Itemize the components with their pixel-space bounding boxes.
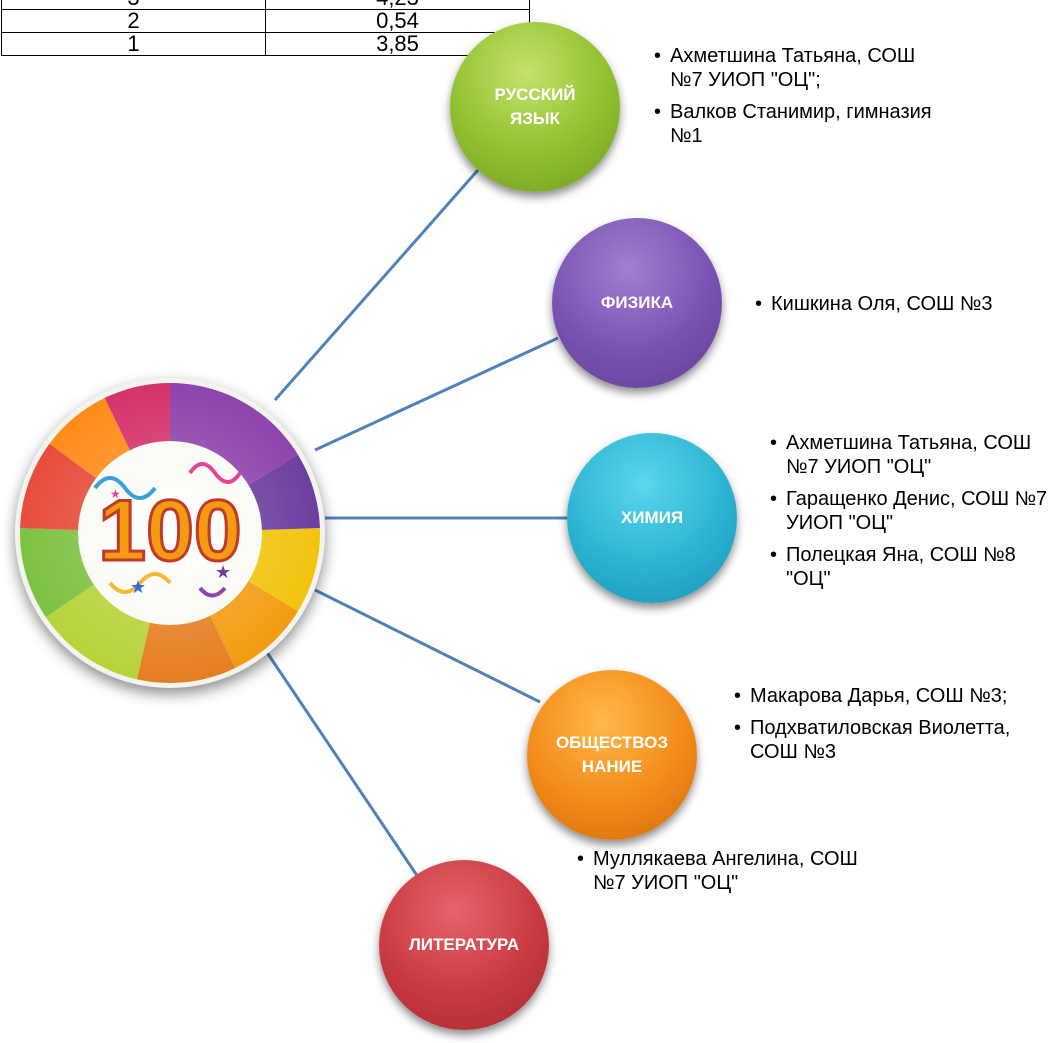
list-item: Гаращенко Денис, СОШ №7 УИОП "ОЦ" [768, 487, 1050, 535]
students-russian: Ахметшина Татьяна, СОШ №7 УИОП "ОЦ"; Вал… [652, 44, 952, 156]
node-chemistry: ХИМИЯ [567, 433, 737, 603]
connector-physics [314, 336, 559, 452]
hub-number: 100 [98, 483, 242, 579]
students-literature: Муллякаева Ангелина, СОШ №7 УИОП "ОЦ" [575, 847, 875, 903]
list-item: Валков Станимир, гимназия №1 [652, 100, 952, 148]
svg-text:★: ★ [130, 577, 146, 597]
score-table: 3 4,23 2 0,54 1 3,85 [1, 0, 530, 56]
node-physics: ФИЗИКА [552, 218, 722, 388]
students-physics: Кишкина Оля, СОШ №3 [753, 292, 1053, 324]
list-item: Кишкина Оля, СОШ №3 [753, 292, 1053, 316]
list-item: Макарова Дарья, СОШ №3; [732, 684, 1032, 708]
connector-literature [260, 644, 422, 881]
connector-social [314, 588, 541, 704]
list-item: Полецкая Яна, СОШ №8 "ОЦ" [768, 543, 1050, 591]
svg-text:★: ★ [110, 487, 121, 501]
node-social-studies: ОБЩЕСТВОЗ НАНИЕ [527, 670, 697, 840]
connector-russian [273, 169, 480, 401]
students-chemistry: Ахметшина Татьяна, СОШ №7 УИОП "ОЦ" Гара… [768, 431, 1050, 599]
node-russian: РУССКИЙ ЯЗЫК [450, 22, 620, 192]
node-literature: ЛИТЕРАТУРА [379, 860, 549, 1030]
list-item: Ахметшина Татьяна, СОШ №7 УИОП "ОЦ" [768, 431, 1050, 479]
balloon-hub: ★ ★ ★ 100 [15, 378, 325, 688]
svg-text:★: ★ [215, 562, 231, 582]
balloon-image: ★ ★ ★ 100 [20, 383, 320, 683]
list-item: Ахметшина Татьяна, СОШ №7 УИОП "ОЦ"; [652, 44, 952, 92]
list-item: Муллякаева Ангелина, СОШ №7 УИОП "ОЦ" [575, 847, 875, 895]
students-social-studies: Макарова Дарья, СОШ №3; Подхватиловская … [732, 684, 1032, 772]
table-cell: 1 [1, 32, 266, 56]
list-item: Подхватиловская Виолетта, СОШ №3 [732, 716, 1032, 764]
